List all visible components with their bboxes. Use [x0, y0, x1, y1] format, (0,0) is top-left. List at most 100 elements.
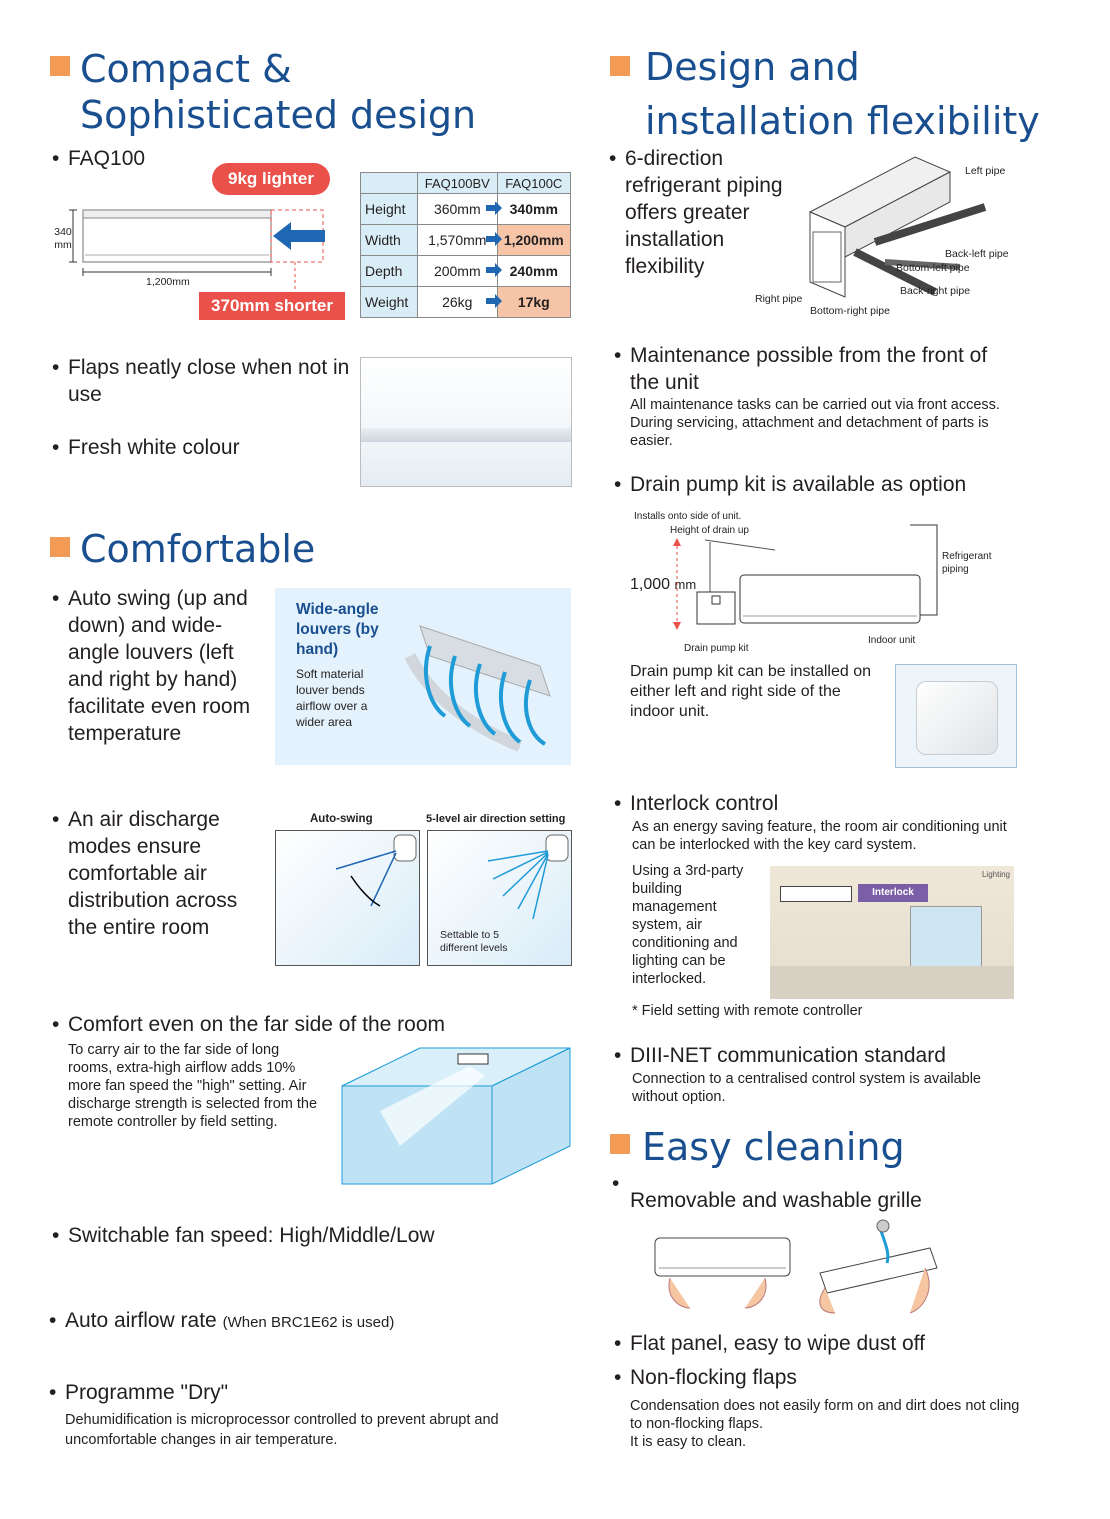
indoor-unit-label: Indoor unit: [868, 635, 916, 646]
pipe-back-right: Back-right pipe: [900, 285, 971, 297]
fan-speed-bullet: Switchable fan speed: High/Middle/Low: [52, 1222, 435, 1249]
flaps-photo: [360, 357, 572, 487]
spec-table: FAQ100BV FAQ100C Height 360mm 340mm Widt…: [360, 172, 572, 318]
spec-row-height: Height 360mm 340mm: [360, 193, 572, 225]
flaps-bullet: Flaps neatly close when not in use: [52, 354, 358, 408]
spec-row-weight: Weight 26kg 17kg: [360, 286, 572, 318]
section-title-comfortable: Comfortable: [80, 527, 316, 571]
interlock-desc2: Using a 3rd-party building management sy…: [632, 863, 744, 987]
section-title-cleaning: Easy cleaning: [642, 1125, 905, 1169]
model-bullet: FAQ100: [52, 145, 145, 172]
dry-bullet: Programme "Dry": [49, 1379, 228, 1406]
drain-kit-photo: [895, 664, 1017, 768]
spec-new-value: 340mm: [496, 193, 572, 225]
grille-bullet-dot: •: [612, 1172, 620, 1195]
drain-kit-box: [916, 681, 998, 755]
dim-width: 1,200mm: [146, 276, 190, 288]
maintenance-bullet: Maintenance possible from the front of t…: [614, 342, 1000, 396]
spec-row-depth: Depth 200mm 240mm: [360, 255, 572, 287]
unit-size-diagram: [69, 209, 325, 292]
spec-label: Weight: [360, 286, 418, 318]
section-title-compact: Compact & Sophisticated design: [80, 46, 476, 138]
desk: [770, 966, 1014, 999]
title-line-1: Compact &: [80, 47, 292, 91]
louver-illustration: [404, 625, 551, 752]
five-level-label: 5-level air direction setting: [426, 813, 566, 825]
far-side-desc: To carry air to the far side of long roo…: [68, 1042, 318, 1130]
air-discharge-bullet: An air discharge modes ensure comfortabl…: [52, 806, 268, 941]
dry-desc: Dehumidification is microprocessor contr…: [65, 1412, 499, 1448]
interlock-bullet: Interlock control: [614, 790, 778, 817]
section-marker: [610, 1134, 630, 1154]
grille-label: Removable and washable grille: [630, 1189, 922, 1212]
ac-unit: [780, 886, 852, 902]
auto-swing-label: Auto-swing: [310, 813, 373, 825]
pipe-left: Left pipe: [965, 165, 1006, 177]
pipe-bottom-left: Bottom-left pipe: [896, 262, 970, 274]
spec-label: Height: [360, 193, 418, 225]
maintenance-desc: All maintenance tasks can be carried out…: [630, 397, 1000, 449]
louvers-desc: Soft material louver bends airflow over …: [296, 667, 368, 729]
spec-old-value: 200mm: [417, 255, 498, 287]
section-marker: [610, 56, 630, 76]
louvers-panel: Wide-angle louvers (by hand) Soft materi…: [275, 588, 571, 765]
spec-label: Depth: [360, 255, 418, 287]
diii-desc: Connection to a centralised control syst…: [632, 1071, 981, 1105]
drain-height-value: 1,000 mm: [630, 576, 696, 594]
spec-header-old: FAQ100BV: [417, 172, 498, 194]
grille-illustration: [654, 1219, 938, 1314]
drain-diagram: [673, 524, 938, 630]
shorter-badge: 370mm shorter: [199, 292, 345, 320]
title-line-2: installation flexibility: [645, 99, 1040, 143]
spec-new-value: 1,200mm: [496, 224, 572, 256]
spec-old-value: 1,570mm: [417, 224, 498, 256]
diii-bullet: DIII-NET communication standard: [614, 1042, 946, 1069]
flap-line: [361, 428, 571, 442]
room-airflow-diagram: [341, 1047, 571, 1185]
section-title-design: Design and installation flexibility: [645, 40, 1040, 148]
spec-header-blank: [360, 172, 418, 194]
spec-old-value: 26kg: [417, 286, 498, 318]
drain-install-side: Installs onto side of unit.: [634, 511, 742, 522]
flat-panel-bullet: Flat panel, easy to wipe dust off: [614, 1330, 925, 1357]
field-note: * Field setting with remote controller: [632, 1003, 863, 1019]
section-marker: [50, 537, 70, 557]
spec-new-value: 17kg: [496, 286, 572, 318]
pipe-right: Right pipe: [755, 293, 803, 305]
interlock-arrow: Interlock: [858, 884, 928, 902]
drain-bullet: Drain pump kit is available as option: [614, 471, 966, 498]
dim-height: 340 mm: [52, 226, 74, 252]
five-level-arrows: [487, 834, 569, 920]
dim-height-value: 340: [54, 226, 72, 238]
spec-new-value: 240mm: [496, 255, 572, 287]
drain-desc: Drain pump kit can be installed on eithe…: [630, 663, 872, 720]
spec-table-header: FAQ100BV FAQ100C: [360, 172, 572, 194]
five-level-diagram: Settable to 5 different levels: [427, 830, 572, 966]
dim-height-unit: mm: [54, 239, 72, 251]
auto-airflow-bullet: Auto airflow rate (When BRC1E62 is used): [49, 1307, 394, 1336]
table-arrows: [486, 202, 502, 308]
section-marker: [50, 56, 70, 76]
non-flocking-desc1: Condensation does not easily form on and…: [630, 1398, 1020, 1432]
piping-diagram: [808, 156, 987, 298]
refrigerant-piping-label: Refrigerant piping: [942, 551, 992, 575]
settable-note: Settable to 5 different levels: [440, 929, 508, 954]
spec-header-new: FAQ100C: [496, 172, 572, 194]
auto-swing-diagram: [275, 830, 420, 966]
auto-airflow-label: Auto airflow rate: [65, 1309, 217, 1332]
title-line-1: Design and: [645, 45, 860, 89]
window: [910, 906, 982, 968]
far-side-bullet: Comfort even on the far side of the room: [52, 1011, 445, 1038]
non-flocking-desc2: It is easy to clean.: [630, 1434, 747, 1450]
spec-label: Width: [360, 224, 418, 256]
interlock-desc: As an energy saving feature, the room ai…: [632, 819, 1007, 853]
lighting-label: Lighting: [981, 870, 1010, 879]
pipe-bottom-right: Bottom-right pipe: [810, 305, 890, 317]
title-line-2: Sophisticated design: [80, 93, 477, 137]
spec-row-width: Width 1,570mm 1,200mm: [360, 224, 572, 256]
auto-swing-arrows: [335, 834, 417, 907]
six-direction-bullet: 6-direction refrigerant piping offers gr…: [609, 145, 805, 280]
drain-unit: mm: [674, 577, 697, 592]
drain-pump-kit-label: Drain pump kit: [684, 643, 749, 654]
auto-swing-bullet: Auto swing (up and down) and wide-angle …: [52, 585, 268, 747]
